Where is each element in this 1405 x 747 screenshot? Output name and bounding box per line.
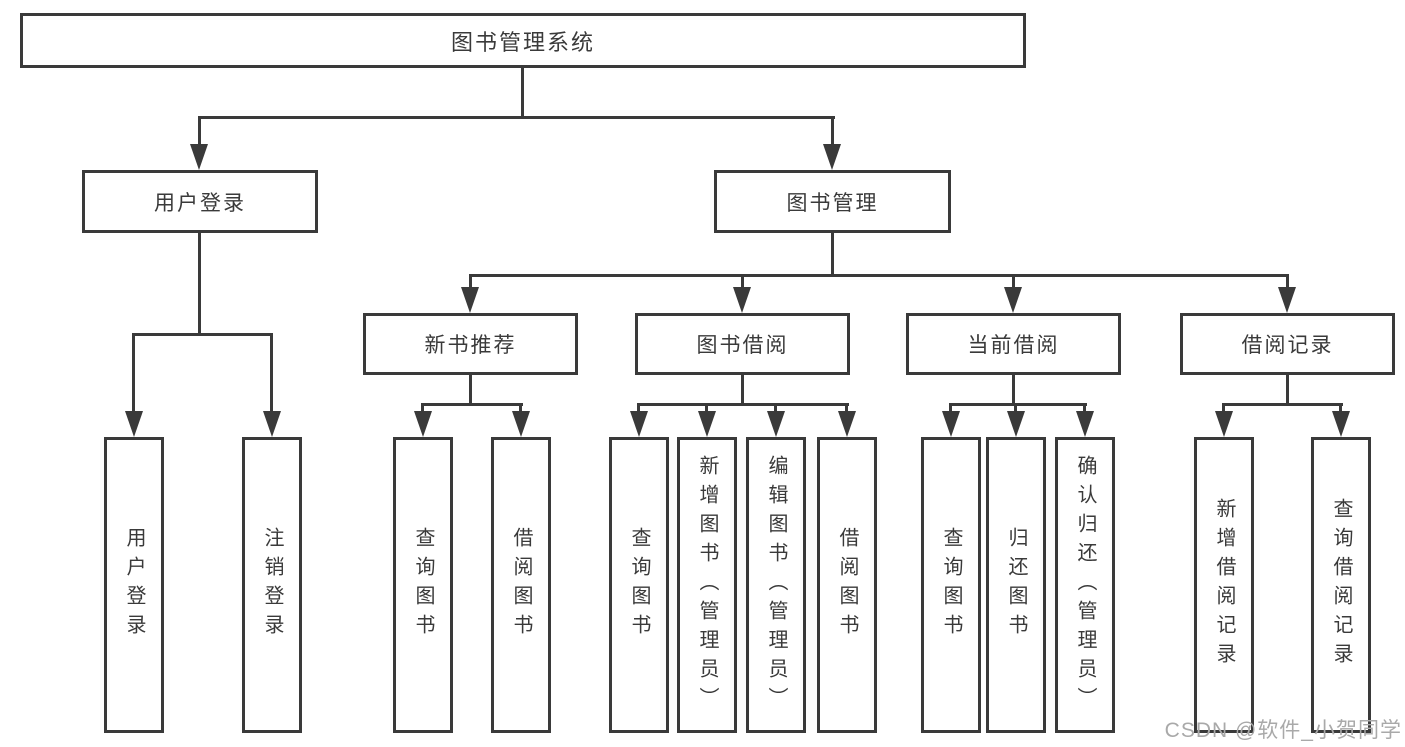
connector-root-stem (521, 66, 524, 119)
leaf-rec-borrow-books: 借阅图书 (491, 437, 551, 733)
leaf-label: 注销登录 (261, 527, 283, 643)
connector-leaf-drop (1014, 403, 1017, 415)
arrow-down-icon (838, 411, 856, 437)
arrow-down-icon (942, 411, 960, 437)
arrow-down-icon (823, 144, 841, 170)
connector-to-leaf-logout (270, 333, 273, 413)
connector-leaf-drop (1083, 403, 1086, 415)
connector-root-split (198, 116, 835, 119)
arrow-down-icon (767, 411, 785, 437)
connector-leaf-drop (421, 403, 424, 415)
connector-user-login-split (132, 333, 273, 336)
leaf-label: 用户登录 (123, 527, 145, 643)
leaf-bb-add-books-admin: 新增图书（管理员） (677, 437, 737, 733)
connector-to-user-login (198, 116, 201, 148)
arrow-down-icon (1076, 411, 1094, 437)
leaf-cur-query-books: 查询图书 (921, 437, 981, 733)
connector-to-current-borrow (1012, 274, 1015, 292)
leaf-label: 查询图书 (412, 527, 434, 643)
connector-leaf-drop (845, 403, 848, 415)
connector-new-book-rec-split (421, 403, 523, 406)
leaf-logout: 注销登录 (242, 437, 302, 733)
leaf-label: 新增图书（管理员） (696, 454, 718, 716)
connector-to-leaf-user-login (132, 333, 135, 413)
leaf-bb-query-books: 查询图书 (609, 437, 669, 733)
connector-to-new-book-rec (469, 274, 472, 292)
connector-book-mgmt-split (469, 274, 1288, 277)
leaf-bb-edit-books-admin: 编辑图书（管理员） (746, 437, 806, 733)
arrow-down-icon (414, 411, 432, 437)
leaf-rec-query-books: 查询图书 (393, 437, 453, 733)
arrow-down-icon (698, 411, 716, 437)
arrow-down-icon (733, 287, 751, 313)
connector-borrow-records-stem (1286, 375, 1289, 405)
leaf-cur-return-books: 归还图书 (986, 437, 1046, 733)
connector-to-borrow-records (1286, 274, 1289, 292)
arrow-down-icon (190, 144, 208, 170)
arrow-down-icon (1278, 287, 1296, 313)
connector-leaf-drop (705, 403, 708, 415)
leaf-cur-confirm-return-admin: 确认归还（管理员） (1055, 437, 1115, 733)
connector-user-login-stem (198, 233, 201, 336)
node-book-borrow: 图书借阅 (635, 313, 850, 375)
leaf-label: 查询图书 (628, 527, 650, 643)
connector-leaf-drop (949, 403, 952, 415)
leaf-label: 借阅图书 (510, 527, 532, 643)
leaf-label: 编辑图书（管理员） (765, 454, 787, 716)
connector-new-book-rec-stem (469, 375, 472, 405)
arrow-down-icon (461, 287, 479, 313)
node-book-mgmt: 图书管理 (714, 170, 951, 233)
connector-to-book-mgmt (831, 116, 834, 148)
arrow-down-icon (125, 411, 143, 437)
connector-leaf-drop (1222, 403, 1225, 415)
arrow-down-icon (1215, 411, 1233, 437)
connector-book-borrow-split (637, 403, 849, 406)
connector-book-borrow-stem (741, 375, 744, 405)
connector-to-book-borrow (741, 274, 744, 292)
node-borrow-records: 借阅记录 (1180, 313, 1395, 375)
leaf-br-query-record: 查询借阅记录 (1311, 437, 1371, 733)
connector-leaf-drop (637, 403, 640, 415)
connector-borrow-records-split (1222, 403, 1343, 406)
leaf-user-login: 用户登录 (104, 437, 164, 733)
leaf-br-add-record: 新增借阅记录 (1194, 437, 1254, 733)
node-current-borrow: 当前借阅 (906, 313, 1121, 375)
connector-current-borrow-split (949, 403, 1087, 406)
connector-leaf-drop (519, 403, 522, 415)
leaf-bb-borrow-books: 借阅图书 (817, 437, 877, 733)
node-user-login: 用户登录 (82, 170, 318, 233)
node-root: 图书管理系统 (20, 13, 1026, 68)
connector-book-mgmt-stem (831, 233, 834, 277)
arrow-down-icon (1004, 287, 1022, 313)
arrow-down-icon (1007, 411, 1025, 437)
leaf-label: 确认归还（管理员） (1074, 454, 1096, 716)
node-new-book-rec: 新书推荐 (363, 313, 578, 375)
leaf-label: 新增借阅记录 (1213, 498, 1235, 672)
connector-current-borrow-stem (1012, 375, 1015, 405)
arrow-down-icon (1332, 411, 1350, 437)
connector-leaf-drop (1339, 403, 1342, 415)
connector-leaf-drop (774, 403, 777, 415)
leaf-label: 归还图书 (1005, 527, 1027, 643)
leaf-label: 借阅图书 (836, 527, 858, 643)
leaf-label: 查询图书 (940, 527, 962, 643)
arrow-down-icon (263, 411, 281, 437)
watermark: CSDN @软件_小贺同学 (1164, 719, 1402, 742)
arrow-down-icon (512, 411, 530, 437)
arrow-down-icon (630, 411, 648, 437)
leaf-label: 查询借阅记录 (1330, 498, 1352, 672)
